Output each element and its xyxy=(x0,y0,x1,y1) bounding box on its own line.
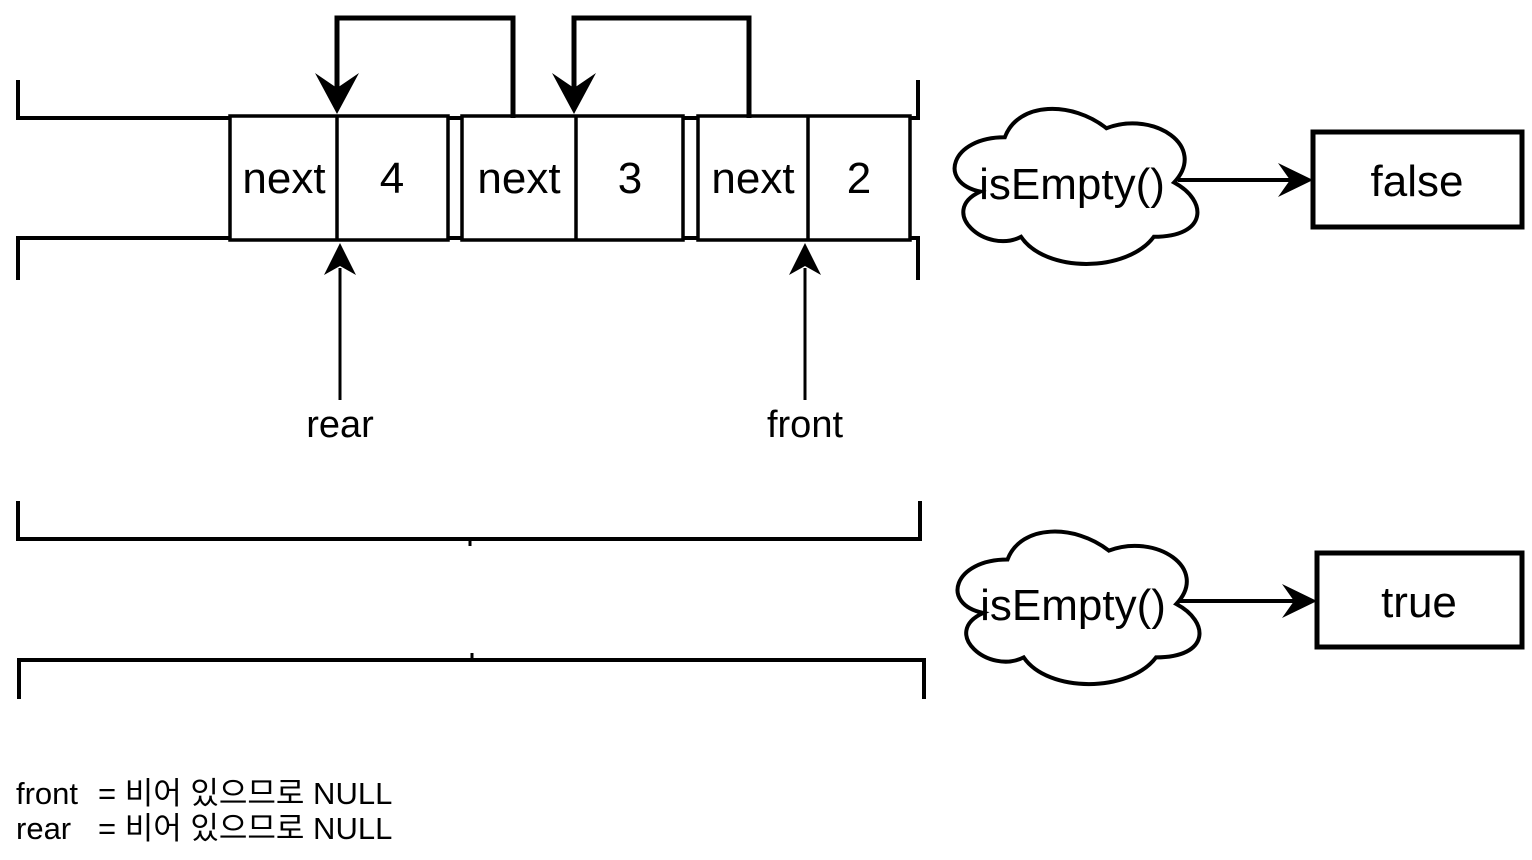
footnote: front = 비어 있으므로 NULL rear = 비어 있으므로 NULL xyxy=(16,776,392,846)
node-pointer-cell: next xyxy=(477,154,560,203)
next-pointer-arrow xyxy=(552,15,752,118)
rear-pointer: rear xyxy=(306,243,374,446)
node-box xyxy=(696,114,912,242)
arrowhead-down-icon xyxy=(552,73,596,114)
front-pointer: front xyxy=(767,243,843,446)
footnote-text: = 비어 있으므로 NULL xyxy=(98,811,392,846)
node-pointer-cell: next xyxy=(242,154,325,203)
arrowhead-right-icon xyxy=(1282,584,1317,618)
node-pointer-cell: next xyxy=(711,154,794,203)
isempty-check-1: isEmpty() false xyxy=(952,107,1525,266)
rear-label: rear xyxy=(306,404,374,446)
arrowhead-down-icon xyxy=(315,73,359,114)
footnote-text: = 비어 있으므로 NULL xyxy=(98,776,392,811)
isempty-call-text: isEmpty() xyxy=(979,160,1165,209)
isempty-cloud xyxy=(955,529,1202,686)
empty-queue-top-rail xyxy=(16,501,922,541)
arrowhead-right-icon xyxy=(1278,163,1313,197)
isempty-check-2: isEmpty() true xyxy=(955,529,1525,686)
next-pointer-arrow xyxy=(315,15,516,118)
node-value-cell: 2 xyxy=(847,154,871,203)
result-box xyxy=(1310,129,1525,230)
result-value: true xyxy=(1381,578,1457,627)
queue-node: next 3 xyxy=(460,114,685,242)
front-label: front xyxy=(767,404,843,446)
result-value: false xyxy=(1371,157,1464,206)
queue-top-rail xyxy=(16,80,920,120)
queue-node: next 4 xyxy=(228,114,450,242)
arrowhead-up-icon xyxy=(789,243,821,275)
node-value-cell: 3 xyxy=(618,154,642,203)
next-pointer-line xyxy=(571,15,752,118)
next-pointer-line xyxy=(334,15,516,118)
isempty-call-text: isEmpty() xyxy=(980,581,1166,630)
result-box xyxy=(1314,550,1525,650)
isempty-cloud xyxy=(952,107,1200,266)
queue-bottom-rail xyxy=(16,236,920,280)
node-box xyxy=(228,114,450,242)
queue-node: next 2 xyxy=(696,114,912,242)
node-value-cell: 4 xyxy=(380,154,404,203)
node-box xyxy=(460,114,685,242)
footnote-label: rear xyxy=(16,811,71,846)
arrowhead-up-icon xyxy=(324,243,356,275)
footnote-label: front xyxy=(16,776,78,811)
empty-queue-bottom-rail xyxy=(17,658,926,699)
